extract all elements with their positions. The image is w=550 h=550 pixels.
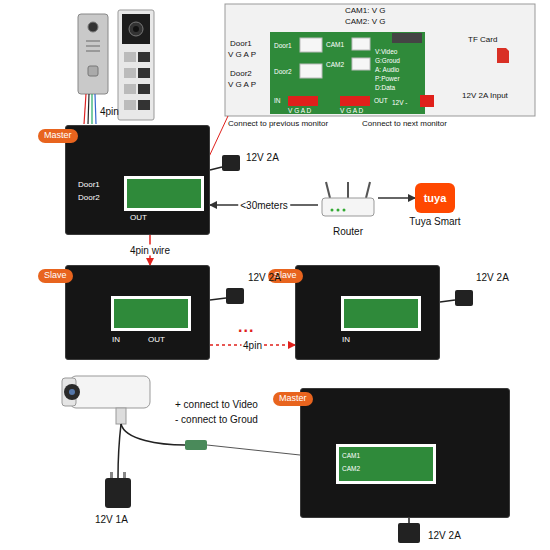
text-label: IN bbox=[274, 97, 281, 104]
text-label: OUT bbox=[148, 336, 165, 345]
text-label: CAM1 bbox=[326, 41, 344, 48]
text-label: 4pin bbox=[100, 106, 119, 117]
text-label: Connect to next monitor bbox=[362, 120, 447, 129]
text-label: - connect to Groud bbox=[175, 414, 258, 425]
text-label: Door2 bbox=[78, 194, 100, 203]
node-label: Tuya Smart bbox=[409, 216, 460, 227]
app-logo: tuyaTuya Smart bbox=[415, 183, 455, 213]
circuit-board bbox=[341, 296, 421, 331]
bullet-camera bbox=[62, 376, 300, 478]
text-label: D:Data bbox=[375, 84, 395, 91]
text-label: + connect to Video bbox=[175, 399, 258, 410]
text-label: 12V - bbox=[392, 99, 408, 106]
text-label: A: Audio bbox=[375, 66, 399, 73]
circuit-board bbox=[336, 444, 436, 484]
power-adapter bbox=[210, 288, 244, 304]
text-label: V:Video bbox=[375, 48, 397, 55]
text-label: Door1 bbox=[78, 181, 100, 190]
router: Router bbox=[318, 180, 378, 240]
text-label: CAM2 bbox=[326, 61, 344, 68]
text-label: IN bbox=[342, 336, 350, 345]
connector bbox=[378, 197, 415, 199]
text-label: V G A P bbox=[228, 81, 256, 90]
board-green bbox=[127, 179, 201, 208]
text-label: IN bbox=[112, 336, 120, 345]
text-label: Door2 bbox=[274, 68, 292, 75]
power-adapter bbox=[105, 472, 131, 508]
edge-label: <30meters bbox=[238, 200, 290, 211]
continuation-dots: ... bbox=[238, 318, 254, 336]
monitor: Slave bbox=[295, 265, 440, 360]
text-label: 12V 2A bbox=[428, 530, 461, 541]
node-label: Router bbox=[333, 226, 363, 237]
text-label: Connect to previous monitor bbox=[228, 120, 328, 129]
text-label: CAM1 bbox=[342, 452, 360, 459]
text-label: TF Card bbox=[468, 36, 497, 45]
edge-label: 4pin bbox=[241, 340, 264, 351]
text-label: V G A P bbox=[228, 51, 256, 60]
text-label: V G A D bbox=[340, 107, 363, 114]
router-icon bbox=[318, 180, 378, 222]
door-station bbox=[118, 10, 154, 120]
monitor: Slave bbox=[65, 265, 210, 360]
text-label: 12V 2A bbox=[248, 272, 281, 283]
badge-label: Master bbox=[273, 392, 313, 406]
text-label: CAM2 bbox=[342, 465, 360, 472]
edge-label: 4pin wire bbox=[128, 245, 172, 256]
board-green bbox=[344, 299, 418, 328]
text-label: V G A D bbox=[288, 107, 311, 114]
text-label: CAM2: V G bbox=[345, 18, 385, 27]
text-label: G:Groud bbox=[375, 57, 400, 64]
badge-label: Master bbox=[38, 129, 78, 143]
board-green bbox=[114, 299, 188, 328]
text-label: 12V 2A Input bbox=[462, 92, 514, 101]
board-inset bbox=[200, 4, 535, 176]
badge-label: Slave bbox=[38, 269, 73, 283]
text-label: Door1 bbox=[230, 40, 252, 49]
text-label: Door1 bbox=[274, 42, 292, 49]
text-label: P:Power bbox=[375, 75, 400, 82]
circuit-board bbox=[111, 296, 191, 331]
logo-text: tuya bbox=[424, 192, 447, 204]
text-label: OUT bbox=[130, 214, 147, 223]
power-adapter bbox=[440, 290, 473, 306]
text-label: OUT bbox=[374, 97, 388, 104]
text-label: 12V 1A bbox=[95, 514, 128, 525]
text-label: Door2 bbox=[230, 70, 252, 79]
text-label: 12V 2A bbox=[476, 272, 509, 283]
circuit-board bbox=[124, 176, 204, 211]
text-label: CAM1: V G bbox=[345, 7, 385, 16]
power-adapter bbox=[398, 518, 420, 543]
text-label: 12V 2A bbox=[246, 152, 279, 163]
power-adapter bbox=[210, 155, 240, 171]
monitor: Master bbox=[300, 388, 510, 518]
